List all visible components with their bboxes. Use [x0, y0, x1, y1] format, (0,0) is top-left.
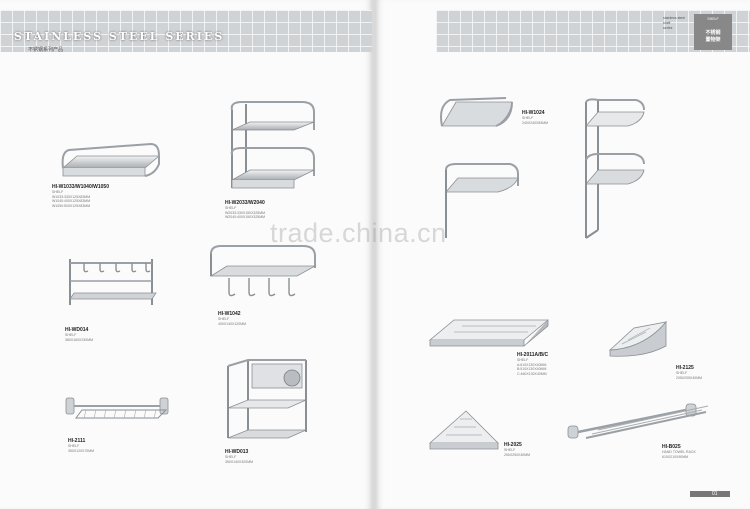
- product-image-corner-tower: [585, 98, 645, 239]
- product-label-w1042: HI-W1042 SHELF 400X140X120MM: [218, 311, 247, 326]
- product-image-2111: [65, 397, 169, 419]
- product-label-2125: HI-2125 SHELF 205X205X40MM: [676, 365, 703, 380]
- page-number: 01: [712, 491, 718, 497]
- product-label-w1024: HI-W1024 SHELF 240X240X83MM: [522, 110, 549, 125]
- product-image-w1042: [209, 245, 317, 297]
- product-image-wd013: [227, 359, 307, 439]
- product-image-w1024-a: [440, 97, 513, 127]
- product-label-2025: HI-2025 SHELF 250X250X40MM: [504, 442, 531, 457]
- product-label-b025: HI-B025 HAND TOWEL RACK 610X210X90MM: [662, 444, 696, 459]
- left-page: STAINLESS STEEL SERIES 不锈钢系列产品 HI-W1033/…: [0, 0, 372, 509]
- product-image-b025: [567, 403, 709, 439]
- product-label-wd014: HI-WD014 SHELF 380X160X230MM: [65, 327, 94, 342]
- series-subtitle: 不锈钢系列产品: [28, 47, 64, 53]
- product-image-w2033: [230, 101, 315, 189]
- series-title: STAINLESS STEEL SERIES: [14, 30, 225, 43]
- footer-bar: [690, 491, 730, 497]
- header-badge: SHELF 不锈钢 置物架: [694, 14, 732, 50]
- product-image-2025: [428, 410, 499, 450]
- product-image-w1033: [61, 142, 161, 177]
- product-label-wd013: HI-WD013 SHELF 350X140X320MM: [225, 449, 254, 464]
- product-label-w1033: HI-W1033/W1040/W1050 SHELF W1033:330X125…: [52, 184, 109, 208]
- watermark-text: trade.china.cn: [270, 218, 447, 248]
- product-image-w1024-b: [445, 163, 519, 238]
- product-label-2111: HI-2111 SHELF 350X120X70MM: [68, 438, 95, 453]
- product-image-wd014: [69, 259, 157, 305]
- product-image-2125: [608, 320, 668, 357]
- right-page: stainless steel shelf series SHELF 不锈钢 置…: [376, 0, 750, 509]
- header-category-text: stainless steel shelf series: [663, 16, 685, 30]
- product-label-w2033: HI-W2033/W2040 SHELF W2033:330X150X325MM…: [225, 200, 266, 219]
- product-image-2011: [428, 319, 550, 347]
- product-label-2011: HI-2011A/B/C SHELF A:610X130X40MM B:510X…: [517, 352, 549, 376]
- header-tile-band: [0, 10, 372, 52]
